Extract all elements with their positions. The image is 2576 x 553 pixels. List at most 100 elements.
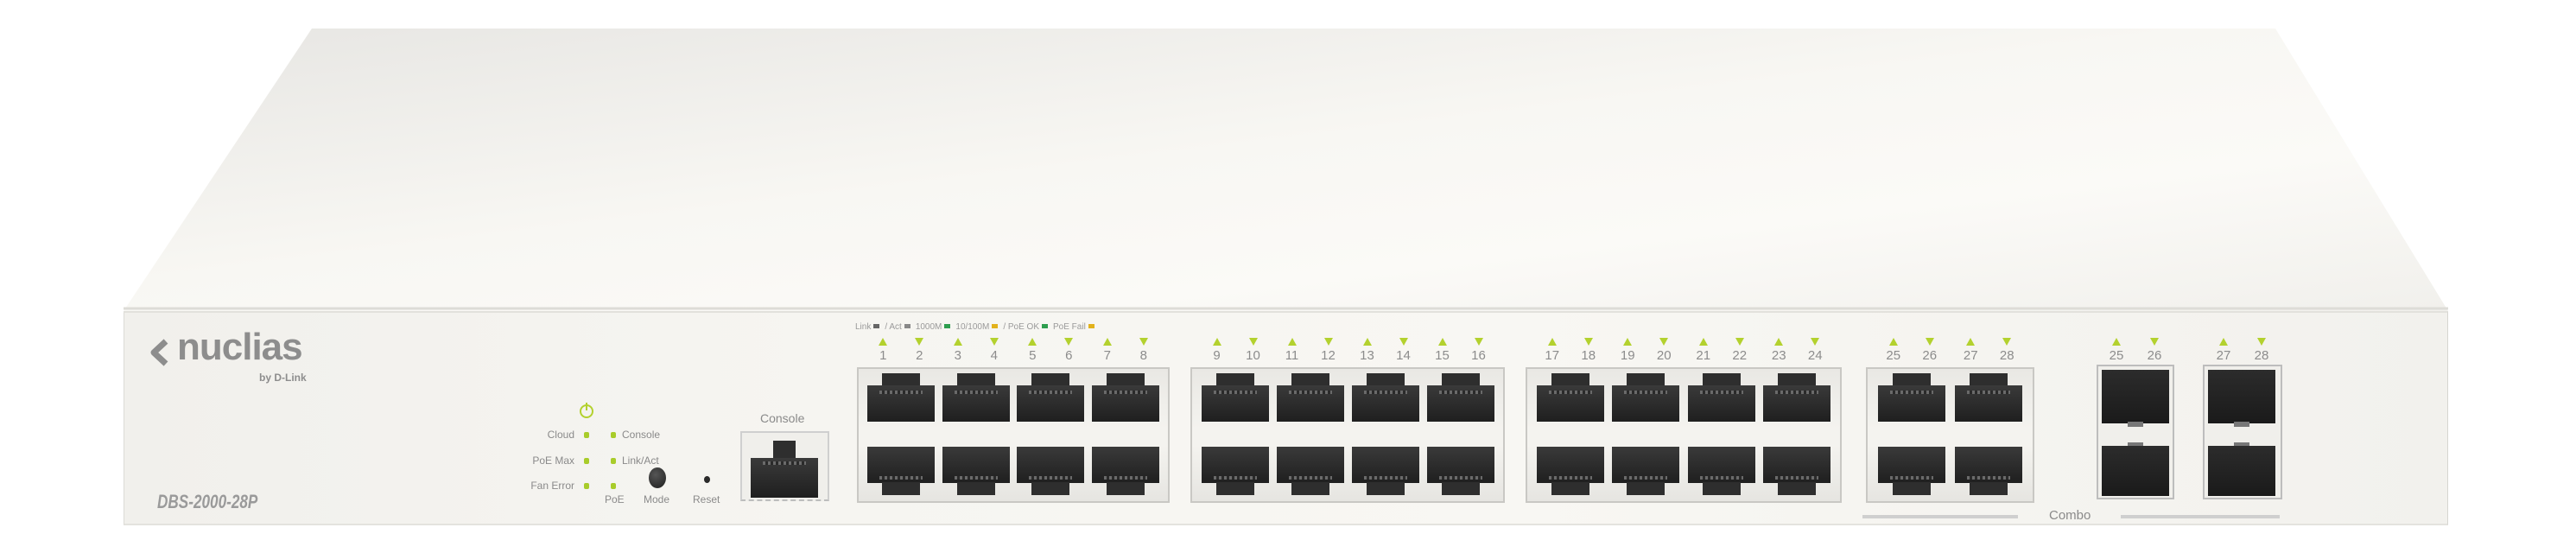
port-number: 24 [1807, 348, 1823, 363]
port-number: 22 [1732, 348, 1748, 363]
port-number: 28 [2254, 348, 2269, 363]
port-led-legend: Link / Act 1000M 10/100M / PoE OK PoE Fail [855, 322, 1100, 332]
port-number: 10 [1246, 348, 1260, 363]
led-up-triangle-icon [1698, 338, 1708, 346]
led-label-fan-error: Fan Error [530, 480, 574, 492]
port-number: 17 [1545, 348, 1560, 363]
sfp-port[interactable] [2206, 444, 2275, 494]
led-down-triangle-icon [1811, 338, 1820, 346]
led-down-triangle-icon [989, 338, 999, 346]
port-number: 19 [1620, 348, 1635, 363]
sfp-cage [2203, 365, 2282, 499]
port-number: 27 [2216, 348, 2231, 363]
port-number: 12 [1321, 348, 1336, 363]
mode-button[interactable] [649, 467, 666, 488]
led-up-triangle-icon [1547, 338, 1557, 346]
console-label: Console [760, 411, 805, 425]
port-number: 3 [954, 348, 961, 363]
legend-swatch [944, 324, 951, 329]
led-up-triangle-icon [1102, 338, 1112, 346]
port-number: 28 [1999, 348, 2014, 363]
sfp-port[interactable] [2100, 444, 2169, 494]
led-label-poe-max: PoE Max [532, 454, 574, 467]
legend-label: 1000M [915, 322, 942, 332]
led-down-triangle-icon [1583, 338, 1593, 346]
port-number: 9 [1213, 348, 1221, 363]
led-down-triangle-icon [2002, 338, 2012, 346]
led-up-triangle-icon [879, 338, 888, 346]
port-number: 16 [1471, 348, 1486, 363]
led-down-triangle-icon [2257, 338, 2266, 346]
led-down-triangle-icon [1248, 338, 1258, 346]
port-number: 27 [1963, 348, 1978, 363]
nuclias-chevron-icon [150, 339, 168, 366]
brand-logo: nuclias [177, 326, 303, 368]
reset-label: Reset [693, 493, 720, 505]
led-up-triangle-icon [2219, 338, 2228, 346]
legend-label: / PoE OK [1003, 322, 1039, 332]
legend-swatch [873, 324, 880, 329]
reset-button[interactable] [704, 476, 710, 483]
legend-label: 10/100M [955, 322, 990, 332]
led-up-triangle-icon [1212, 338, 1221, 346]
power-icon [580, 403, 593, 418]
poe-led [611, 483, 616, 489]
legend-swatch [1088, 324, 1094, 329]
sfp-port[interactable] [2100, 368, 2169, 422]
legend-label: Link [855, 322, 872, 332]
led-label-poe: PoE [605, 493, 625, 505]
port-number: 14 [1396, 348, 1411, 363]
port-number: 21 [1696, 348, 1711, 363]
legend-label: / Act [885, 322, 902, 332]
led-down-triangle-icon [1323, 338, 1333, 346]
port-number: 1 [879, 348, 887, 363]
console-led [611, 432, 616, 438]
led-down-triangle-icon [1399, 338, 1408, 346]
port-number: 26 [2147, 348, 2162, 363]
legend-label: PoE Fail [1053, 322, 1086, 332]
port-number: 25 [2109, 348, 2124, 363]
port-number: 8 [1139, 348, 1147, 363]
led-up-triangle-icon [1437, 338, 1447, 346]
led-down-triangle-icon [1064, 338, 1074, 346]
port-number: 26 [1922, 348, 1938, 363]
poe-max-led [584, 458, 589, 464]
legend-swatch [992, 324, 999, 329]
port-number: 23 [1771, 348, 1786, 363]
combo-label: Combo [2049, 508, 2091, 523]
sfp-port[interactable] [2206, 368, 2275, 422]
led-label-console: Console [622, 429, 661, 441]
led-down-triangle-icon [1735, 338, 1744, 346]
port-number: 2 [916, 348, 923, 363]
port-number: 18 [1581, 348, 1596, 363]
port-number: 6 [1065, 348, 1073, 363]
led-down-triangle-icon [915, 338, 924, 346]
port-number: 7 [1103, 348, 1111, 363]
sfp-cage [2097, 365, 2174, 499]
mode-label: Mode [644, 493, 670, 505]
brand-sub: by D-Link [259, 372, 307, 384]
port-number: 5 [1029, 348, 1037, 363]
led-up-triangle-icon [953, 338, 962, 346]
led-label-link-act: Link/Act [622, 454, 659, 467]
port-number: 4 [990, 348, 998, 363]
led-up-triangle-icon [2112, 338, 2121, 346]
led-up-triangle-icon [1287, 338, 1297, 346]
legend-swatch [904, 324, 910, 329]
led-down-triangle-icon [1139, 338, 1148, 346]
led-label-cloud: Cloud [547, 429, 574, 441]
port-number: 25 [1886, 348, 1901, 363]
cloud-led [584, 432, 589, 438]
led-up-triangle-icon [1028, 338, 1037, 346]
port-number: 13 [1360, 348, 1374, 363]
model-name: DBS-2000-28P [157, 491, 258, 512]
led-up-triangle-icon [1362, 338, 1372, 346]
port-number: 20 [1656, 348, 1672, 363]
fan-error-led [584, 483, 589, 489]
combo-bracket-right [2121, 515, 2280, 518]
led-up-triangle-icon [1774, 338, 1784, 346]
combo-bracket-left [1862, 515, 2018, 518]
legend-swatch [1042, 324, 1048, 329]
port-number: 15 [1435, 348, 1450, 363]
led-down-triangle-icon [1474, 338, 1483, 346]
